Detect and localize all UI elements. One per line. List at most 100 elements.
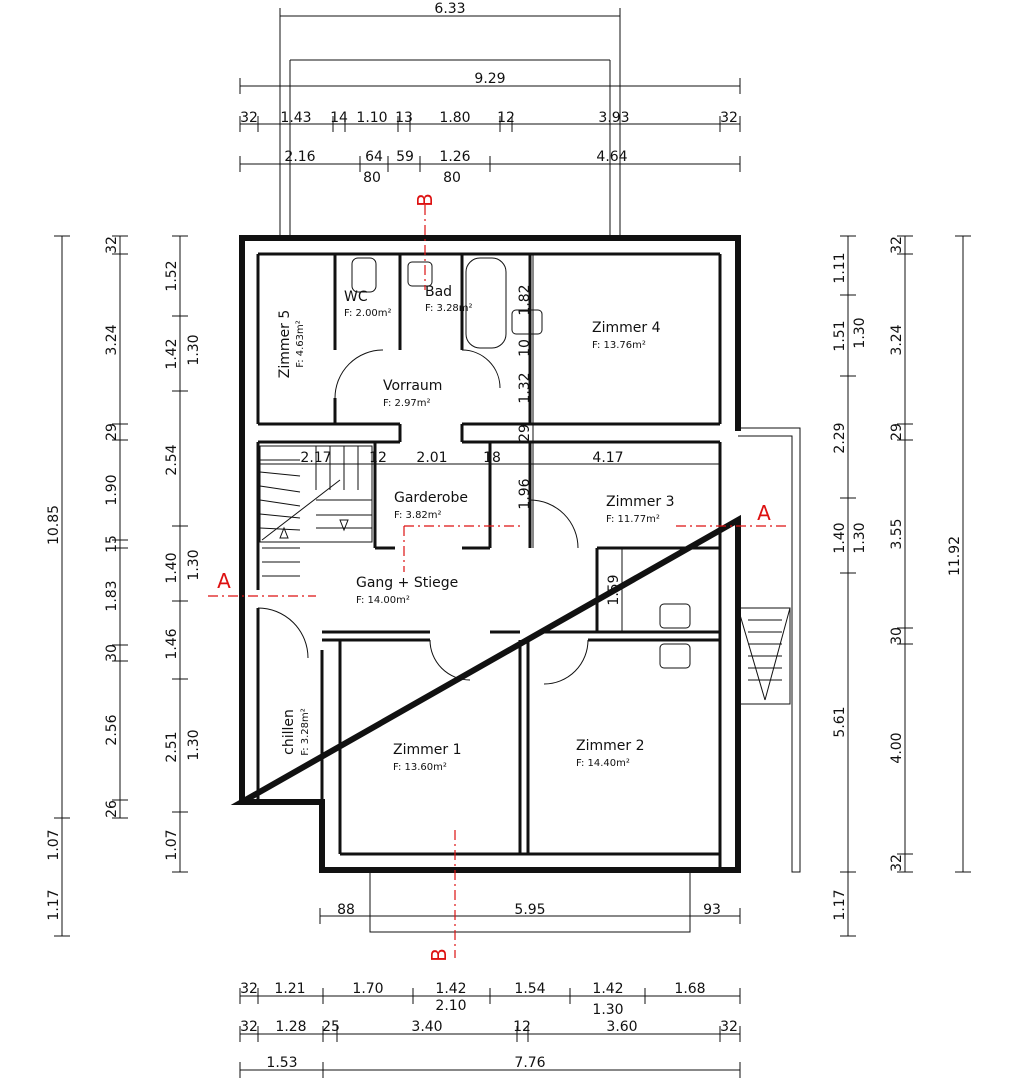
sink-icon: [407, 261, 433, 287]
dim-top-r2-3: 1.26: [439, 149, 470, 165]
dim-left-extra: 1.17: [46, 889, 62, 920]
dim-bot-r2-5: 3.60: [606, 1019, 637, 1035]
dim-top-r2-0: 2.16: [284, 149, 315, 165]
section-a-left: A: [217, 569, 231, 593]
dim-top-sub-1: 80: [443, 170, 461, 186]
dim-left-c2-0: 32: [104, 236, 120, 254]
dim-bot-r1-6: 1.68: [674, 981, 705, 997]
bathtub-icon: [465, 257, 507, 349]
room-zimmer2-name: Zimmer 2: [576, 738, 644, 754]
room-chillen-name: chillen: [281, 709, 297, 755]
dim-right-c2-1: 3.24: [889, 324, 905, 355]
section-lines: B A A B: [208, 193, 788, 962]
dim-right-c1-0: 1.11: [832, 252, 848, 283]
dim-bot-r3-0: 1.53: [266, 1055, 297, 1071]
dim-right-c1-1: 1.51: [832, 320, 848, 351]
dim-bot-r2-2: 25: [322, 1019, 340, 1035]
dim-left-c2-9: 1.07: [46, 829, 62, 860]
section-a-right: A: [757, 501, 771, 525]
dim-top-r2-1: 64: [365, 149, 383, 165]
dim-bot-r1-4: 1.54: [514, 981, 545, 997]
dim-top-r1-4: 13: [395, 110, 413, 126]
dim-bot-r0-0: 88: [337, 902, 355, 918]
dim-right-c2-5: 4.00: [889, 732, 905, 763]
dim-left-sub-1: 1.30: [186, 549, 202, 580]
dim-right-c1-2: 2.29: [832, 422, 848, 453]
dim-bot-r3-1: 7.76: [514, 1055, 545, 1071]
dim-top-r1-2: 14: [330, 110, 348, 126]
room-garderobe-name: Garderobe: [394, 490, 468, 506]
dim-left-c2-4: 15: [104, 535, 120, 553]
dim-right-c2-0: 32: [889, 236, 905, 254]
dim-top-r1-0: 32: [240, 110, 258, 126]
dim-top-r1-5: 1.80: [439, 110, 470, 126]
dim-left-sub-0: 1.30: [186, 334, 202, 365]
dim-right-c2-4: 30: [889, 627, 905, 645]
dim-right-c2-3: 3.55: [889, 518, 905, 549]
dim-top-r1-3: 1.10: [356, 110, 387, 126]
dim-inner-z3: 1.59: [606, 574, 622, 605]
dim-inner-bath: 1.82: [517, 284, 533, 315]
dim-top-r1-7: 3.93: [598, 110, 629, 126]
dim-bot-r2-1: 1.28: [275, 1019, 306, 1035]
dim-bot-r0-2: 93: [703, 902, 721, 918]
room-bad-name: Bad: [425, 284, 452, 300]
dim-right-sub-0: 1.30: [852, 317, 868, 348]
dim-left-c3-2: 2.54: [164, 444, 180, 475]
room-zimmer5-name: Zimmer 5: [277, 310, 293, 378]
dim-bot-r2-4: 12: [513, 1019, 531, 1035]
dim-inner-2: 2.01: [416, 450, 447, 466]
dim-left-c2-2: 29: [104, 423, 120, 441]
dim-top-r1-1: 1.43: [280, 110, 311, 126]
dim-inner-3: 18: [483, 450, 501, 466]
dim-left-c3-1: 1.42: [164, 338, 180, 369]
dim-bot-r0-1: 5.95: [514, 902, 545, 918]
dim-left-c3-6: 1.07: [164, 829, 180, 860]
dim-bot-r2-0: 32: [240, 1019, 258, 1035]
dim-inner-hall: 1.32: [517, 372, 533, 403]
room-zimmer1-area: F: 13.60m²: [393, 762, 447, 773]
dim-bot-r1-2: 1.70: [352, 981, 383, 997]
dim-bot-r1-0: 32: [240, 981, 258, 997]
balcony: [369, 427, 801, 933]
dim-left-c3-3: 1.40: [164, 552, 180, 583]
dim-right-total: 11.92: [947, 536, 963, 576]
dim-inner-4: 4.17: [592, 450, 623, 466]
dim-inner-29: 29: [517, 424, 533, 442]
room-wc-area: F: 2.00m²: [344, 308, 392, 319]
section-b-bottom: B: [427, 948, 451, 962]
dim-bot-r1-1: 1.21: [274, 981, 305, 997]
dim-bot-r1-5: 1.42: [592, 981, 623, 997]
dim-bot-sub-0: 2.10: [435, 998, 466, 1014]
dim-right-c2-6: 32: [889, 854, 905, 872]
dim-left-c2-6: 30: [104, 644, 120, 662]
sink-icon: [659, 603, 691, 629]
dim-right-c2-2: 29: [889, 423, 905, 441]
dim-bot-sub-1: 1.30: [592, 1002, 623, 1018]
dim-bot-r2-6: 32: [720, 1019, 738, 1035]
dim-left-c2-5: 1.83: [104, 580, 120, 611]
section-b-top: B: [413, 193, 437, 207]
dim-left-total: 10.85: [46, 505, 62, 545]
room-gang-area: F: 14.00m²: [356, 595, 410, 606]
inner-dimensions: 2.17 12 2.01 18 4.17 1.82 10 1.32 29 1.9…: [258, 254, 720, 632]
dim-left-c2-7: 2.56: [104, 714, 120, 745]
right-dimensions: 1.11 1.51 2.29 1.40 5.61 1.17 1.30 1.30 …: [832, 235, 971, 937]
room-zimmer2-area: F: 14.40m²: [576, 758, 630, 769]
dim-top-r1-6: 12: [497, 110, 515, 126]
dim-bot-r2-3: 3.40: [411, 1019, 442, 1035]
dim-right-c1-5: 1.17: [832, 889, 848, 920]
dim-left-sub-2: 1.30: [186, 729, 202, 760]
dim-left-c2-1: 3.24: [104, 324, 120, 355]
interior-walls: [256, 254, 722, 870]
staircase: [259, 445, 373, 577]
room-bad-area: F: 3.28m²: [425, 303, 473, 314]
sink-icon: [511, 309, 543, 335]
top-dimensions: 6.33 9.29 32 1.43 14 1.10 13 1.80 12 3.9…: [239, 1, 741, 236]
room-zimmer5-area: F: 4.63m²: [295, 320, 306, 368]
room-zimmer4-name: Zimmer 4: [592, 320, 661, 336]
room-gang-name: Gang + Stiege: [356, 575, 458, 591]
dim-bot-r1-3: 1.42: [435, 981, 466, 997]
toilet-icon: [351, 257, 377, 293]
